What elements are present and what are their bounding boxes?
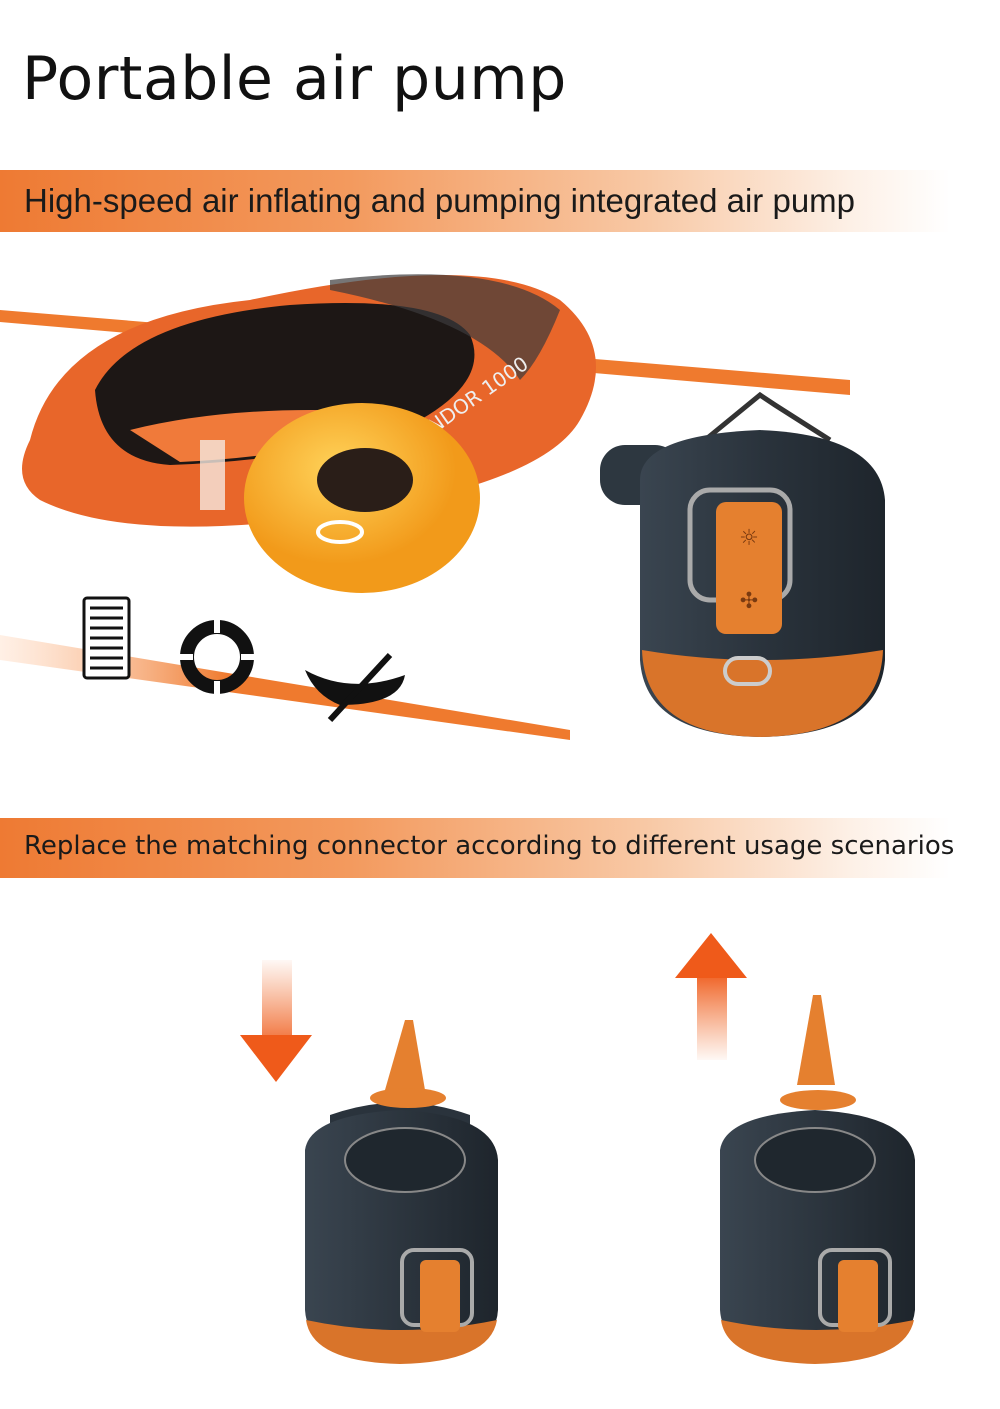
arrow-up-icon [675,933,747,1060]
air-pump-image: ☼ ✣ [600,391,885,737]
feature-banner-text: High-speed air inflating and pumping int… [24,182,856,219]
decor-stripe [0,635,570,740]
life-ring-icon [180,620,254,694]
feature-banner-text: Replace the matching connector according… [24,831,955,861]
air-pump-with-nozzle-right [720,995,915,1364]
air-mattress-icon [82,596,131,680]
air-pump-with-nozzle-left [305,1020,498,1364]
feature-banner-connector: Replace the matching connector according… [0,818,1000,878]
swim-ring-image [244,403,480,593]
pump-control-panel [716,502,782,634]
connector-scene [240,933,915,1364]
fan-icon: ✣ [740,589,758,614]
page-title: Portable air pump [22,44,567,114]
usb-port [723,656,772,686]
product-scene-inflatables: KONDOR 1000 ☼ ✣ [0,274,885,740]
feature-banner-inflating: High-speed air inflating and pumping int… [0,170,1000,232]
kayak-icon [305,652,405,723]
light-icon: ☼ [739,526,759,551]
arrow-down-icon [240,960,312,1082]
